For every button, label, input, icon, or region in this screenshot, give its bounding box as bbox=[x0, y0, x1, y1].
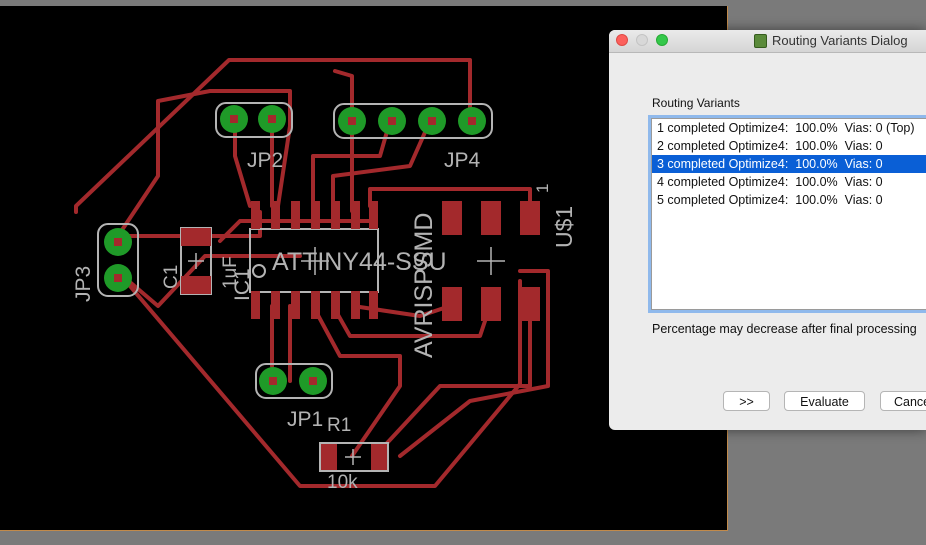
jp3-label: JP3 bbox=[72, 266, 95, 302]
trace bbox=[373, 299, 532, 458]
list-item[interactable]: 2 completed Optimize4: 100.0% Vias: 0 bbox=[657, 139, 883, 153]
pin1-label: 1 bbox=[533, 184, 552, 193]
c1-label: C1 bbox=[161, 265, 182, 289]
routing-variants-dialog: Routing Variants Dialog Routing Variants… bbox=[609, 30, 926, 430]
trace bbox=[311, 304, 402, 458]
pads bbox=[97, 102, 493, 399]
jp1-header bbox=[255, 363, 333, 399]
avrisp-label: AVRISPSMD bbox=[410, 213, 438, 358]
list-item[interactable]: 4 completed Optimize4: 100.0% Vias: 0 bbox=[657, 175, 883, 189]
window-close-button[interactable] bbox=[616, 34, 628, 46]
percentage-note: Percentage may decrease after final proc… bbox=[652, 322, 917, 336]
ic1-value-label: ATTINY44-SSU bbox=[272, 248, 447, 276]
evaluate-button[interactable]: Evaluate bbox=[784, 391, 865, 411]
trace bbox=[74, 58, 472, 214]
routing-variants-label: Routing Variants bbox=[652, 96, 740, 110]
avrisp-connector bbox=[442, 201, 540, 321]
trace bbox=[116, 270, 522, 488]
list-item[interactable]: 1 completed Optimize4: 100.0% Vias: 0 (T… bbox=[657, 121, 915, 135]
cancel-button[interactable]: Cancel bbox=[880, 391, 926, 411]
list-item[interactable]: 5 completed Optimize4: 100.0% Vias: 0 bbox=[657, 193, 883, 207]
pcb-drawing: JP2 JP4 JP3 JP1 C1 1uF IC1 ATTINY44-SSU … bbox=[72, 58, 577, 493]
jp2-header bbox=[215, 102, 293, 138]
board-canvas[interactable]: JP2 JP4 JP3 JP1 C1 1uF IC1 ATTINY44-SSU … bbox=[0, 6, 728, 531]
jp3-header bbox=[97, 223, 139, 297]
jp4-label: JP4 bbox=[444, 149, 481, 172]
routing-variants-list[interactable]: 1 completed Optimize4: 100.0% Vias: 0 (T… bbox=[651, 118, 926, 310]
trace bbox=[331, 119, 432, 214]
ic1-label: IC1 bbox=[231, 268, 254, 301]
next-button[interactable]: >> bbox=[723, 391, 770, 411]
dialog-titlebar[interactable]: Routing Variants Dialog bbox=[609, 30, 926, 53]
jp1-label: JP1 bbox=[287, 408, 323, 431]
window-zoom-button[interactable] bbox=[656, 34, 668, 46]
c1-capacitor bbox=[180, 227, 212, 295]
window-minimize-button[interactable] bbox=[636, 34, 648, 46]
trace bbox=[333, 69, 354, 213]
r1-resistor bbox=[319, 442, 389, 472]
trace bbox=[398, 269, 550, 458]
trace bbox=[116, 89, 292, 238]
trace bbox=[218, 219, 372, 243]
list-item-selected[interactable]: 3 completed Optimize4: 100.0% Vias: 0 bbox=[652, 155, 926, 173]
ic1-footprint bbox=[249, 201, 379, 319]
r1-value-label: 10k bbox=[327, 472, 358, 493]
dialog-title: Routing Variants Dialog bbox=[772, 33, 908, 48]
dialog-title-group: Routing Variants Dialog bbox=[754, 33, 908, 48]
r1-label: R1 bbox=[327, 415, 351, 436]
jp4-header bbox=[333, 103, 493, 139]
us1-label: U$1 bbox=[551, 206, 577, 248]
eagle-app-icon bbox=[754, 33, 767, 48]
jp2-label: JP2 bbox=[247, 149, 283, 172]
c1-value-label: 1uF bbox=[220, 256, 241, 289]
trace bbox=[368, 187, 532, 210]
